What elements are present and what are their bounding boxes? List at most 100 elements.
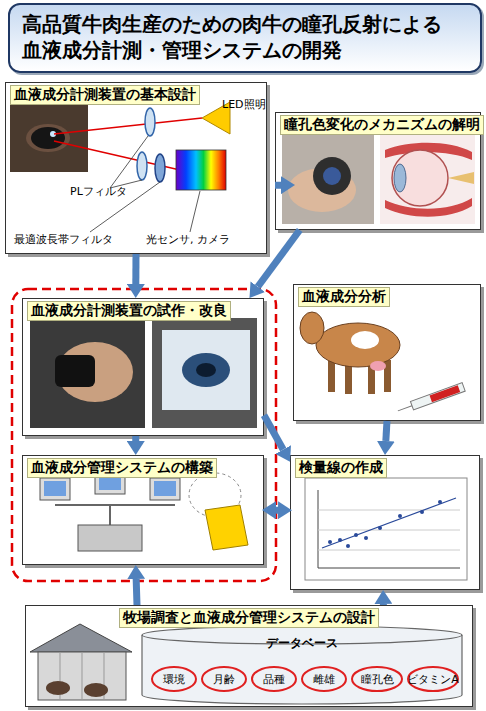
node-heading: 牧場調査と血液成分管理システムの設計	[119, 608, 379, 628]
eye-image	[182, 353, 230, 387]
screen-photo	[152, 318, 257, 428]
title-text: 高品質牛肉生産のための肉牛の瞳孔反射による 血液成分計測・管理システムの開発	[22, 11, 468, 63]
part-label: LED照明	[222, 97, 266, 112]
flow-arrow	[380, 604, 387, 605]
screen	[162, 330, 250, 410]
flow-arrow	[133, 579, 141, 605]
band-filter-lens	[155, 154, 165, 182]
syringe-barrel	[410, 383, 465, 410]
field-ellipse: ビタミンA	[407, 666, 459, 692]
flow-arrow	[276, 507, 278, 514]
field-label: 瞳孔色	[351, 666, 403, 692]
light-path	[54, 118, 202, 134]
gridline	[318, 530, 460, 531]
pl-filter-lens	[137, 152, 147, 180]
screen	[154, 481, 176, 496]
device	[55, 355, 95, 387]
cow-patch	[351, 331, 379, 349]
ellipse-shape	[152, 667, 196, 691]
network-line	[55, 504, 175, 506]
eyeball	[392, 150, 448, 206]
cow-head	[300, 312, 324, 344]
eyelid	[26, 124, 70, 152]
hand-photo	[282, 130, 374, 224]
sensor-camera	[176, 150, 226, 190]
node-heading: 血液成分計測装置の基本設計	[10, 85, 200, 105]
part-label: PLフィルタ	[70, 184, 127, 199]
cow	[46, 681, 70, 695]
syringe	[396, 383, 465, 415]
data-point	[346, 544, 350, 548]
barn-roof	[30, 624, 132, 652]
network-illustration	[40, 472, 248, 551]
photo-frame	[30, 318, 145, 428]
ellipse-shape	[408, 667, 458, 691]
field-label: ビタミンA	[407, 666, 459, 692]
data-point	[398, 514, 402, 518]
title-box: 高品質牛肉生産のための肉牛の瞳孔反射による 血液成分計測・管理システムの開発	[8, 3, 482, 73]
node-heading: 血液成分管理システムの構築	[27, 458, 217, 478]
flow-arrow	[386, 421, 387, 441]
field-ellipse: 月齢	[201, 666, 247, 692]
field-label: 品種	[251, 666, 297, 692]
blood	[430, 385, 461, 402]
field-label: 雌雄	[301, 666, 347, 692]
field-label: 環境	[151, 666, 197, 692]
cow-udder	[370, 361, 386, 371]
pupil	[31, 127, 65, 149]
ear-tag	[205, 505, 248, 550]
dashed-group-outline	[12, 289, 276, 581]
ellipse-shape	[302, 667, 346, 691]
data-point	[378, 526, 382, 530]
network-line	[109, 505, 111, 525]
eye-anatomy	[380, 126, 475, 224]
leader-line	[190, 191, 200, 232]
barn-wall	[38, 652, 126, 700]
data-point	[338, 538, 342, 542]
axis	[318, 568, 460, 569]
ellipse-shape	[202, 667, 246, 691]
cow-leg	[328, 360, 335, 392]
eyeball-sample	[313, 157, 351, 195]
trend-line	[322, 498, 456, 548]
ellipse-shape	[252, 667, 296, 691]
chart-frame	[305, 478, 467, 580]
anatomy-frame	[380, 126, 475, 224]
cylinder-body	[142, 626, 462, 704]
flow-arrow	[132, 254, 139, 284]
gridline	[318, 510, 460, 511]
leader-line	[110, 136, 148, 188]
eye-photo	[10, 104, 88, 172]
axis	[318, 490, 319, 568]
data-point	[364, 536, 368, 540]
computer	[150, 478, 180, 500]
flow-arrow	[275, 182, 281, 189]
node-heading: 検量線の作成	[295, 458, 387, 478]
barn-illustration	[30, 624, 132, 700]
flow-arrow	[258, 230, 300, 287]
screen	[99, 475, 121, 490]
flow-arrow	[264, 415, 283, 449]
pl-filter-lens	[145, 108, 155, 136]
data-point	[354, 533, 358, 537]
pupil	[323, 167, 341, 185]
photo-frame	[282, 130, 374, 224]
calibration-chart	[305, 478, 467, 580]
lens	[394, 164, 406, 192]
field-ellipse: 品種	[251, 666, 297, 692]
barn-post	[82, 652, 83, 700]
data-point	[438, 500, 442, 504]
computer	[40, 478, 70, 500]
node-heading: 血液成分計測装置の試作・改良	[27, 301, 231, 321]
device-photo	[30, 318, 145, 428]
needle	[398, 406, 412, 411]
gridline	[318, 550, 460, 551]
cow-body	[316, 323, 400, 367]
database-cylinder: データベース環境月齢品種雌雄瞳孔色ビタミンA	[141, 625, 463, 705]
node-heading: 血液成分分析	[298, 287, 390, 307]
pupil-image	[196, 363, 216, 377]
field-ellipse: 瞳孔色	[351, 666, 403, 692]
photo-frame	[10, 104, 88, 172]
node-heading: 瞳孔色変化のメカニズムの解明	[280, 115, 484, 135]
